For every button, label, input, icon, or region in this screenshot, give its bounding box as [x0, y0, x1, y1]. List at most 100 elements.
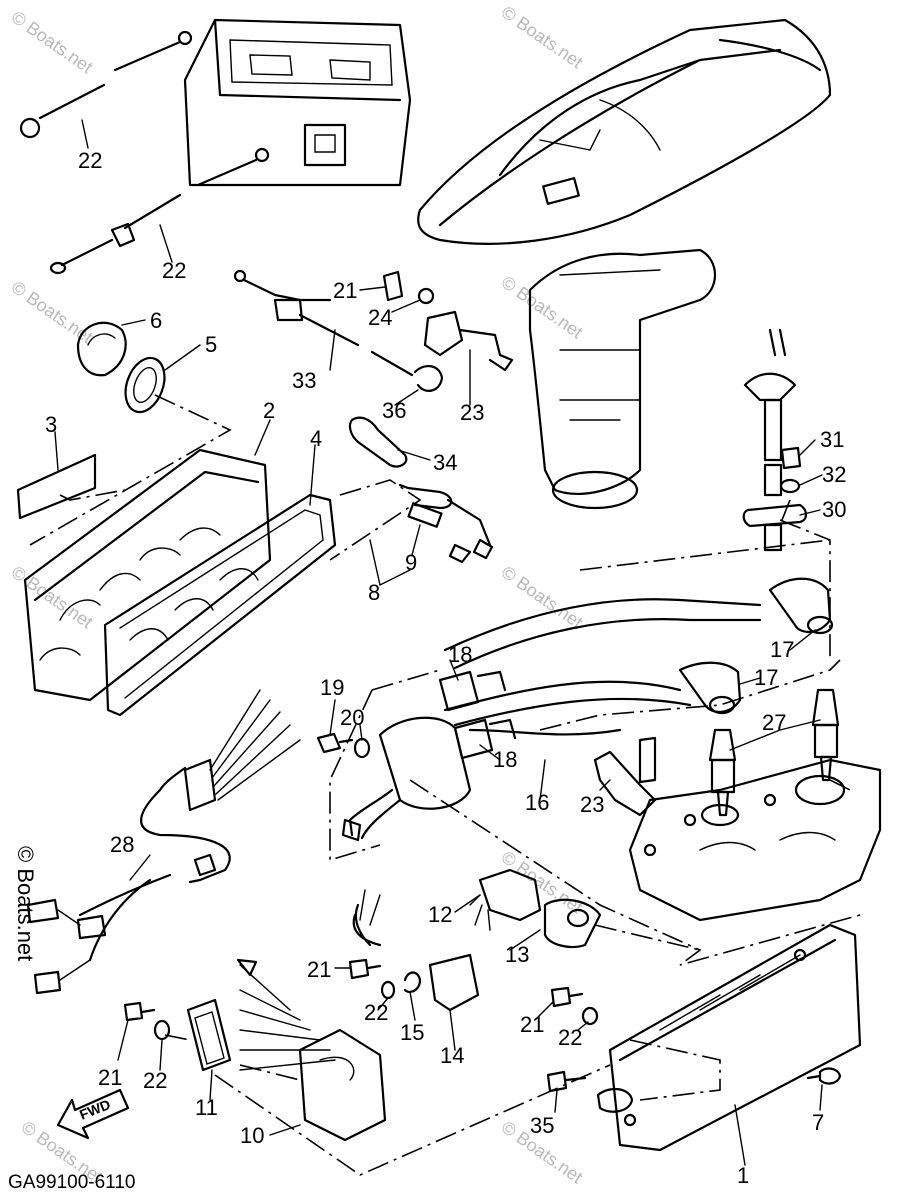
- callout-2: 2: [263, 398, 275, 423]
- fwd-label: FWD: [77, 1096, 113, 1123]
- electrical-box-1: [596, 923, 862, 1152]
- air-intake-box: [528, 248, 716, 510]
- callout-21-c: 21: [520, 1012, 544, 1037]
- bolt-21-b: [123, 1001, 156, 1022]
- callout-14: 14: [440, 1043, 464, 1068]
- watermark: © Boats.net: [498, 2, 587, 72]
- watermark: © Boats.net: [8, 7, 97, 77]
- callout-4: 4: [310, 426, 322, 451]
- callout-25: 24: [368, 305, 392, 330]
- engine-block: [628, 758, 882, 922]
- callout-31: 31: [820, 427, 844, 452]
- grommet-18-upper: [438, 670, 507, 712]
- washer-32: [779, 478, 801, 494]
- cover-2: [23, 448, 272, 702]
- callout-27: 28: [110, 832, 134, 857]
- watermark: © Boats.net: [498, 847, 587, 917]
- callout-26: 27: [762, 710, 786, 735]
- wire-lead-33: [233, 269, 414, 377]
- bolt-35: [546, 1070, 587, 1093]
- callout-29: 22: [162, 258, 186, 283]
- callout-28: 22: [78, 148, 102, 173]
- callout-20: 20: [340, 705, 364, 730]
- callout-22-c: 22: [558, 1025, 582, 1050]
- callout-1: 1: [737, 1163, 749, 1188]
- label-3: [16, 453, 97, 520]
- battery: [183, 18, 412, 187]
- ignition-coil: [341, 716, 472, 842]
- callout-35: 35: [530, 1113, 554, 1138]
- washer-22-c: [581, 1006, 599, 1026]
- bracket-23-upper: [423, 310, 514, 372]
- callout-21-a: 21: [307, 957, 331, 982]
- callout-30: 30: [822, 497, 846, 522]
- relay-12: [469, 868, 542, 931]
- callout-19: 19: [320, 675, 344, 700]
- cushion-13: [543, 898, 602, 949]
- callout-3: 3: [45, 412, 57, 437]
- callout-22-a: 22: [364, 1000, 388, 1025]
- bracket-11: [186, 998, 232, 1072]
- bolt-19: [316, 732, 354, 754]
- spark-plug-26-b: [811, 688, 840, 782]
- cdi-unit-10: [236, 958, 387, 1142]
- callout-23-lower: 23: [580, 792, 604, 817]
- watercraft-hull: [417, 18, 832, 245]
- watermark: © Boats.net: [8, 562, 97, 632]
- spark-plug-26-a: [708, 728, 737, 817]
- gasket-5: [124, 356, 166, 414]
- callout-12: 12: [428, 902, 452, 927]
- callout-24: 21: [333, 278, 357, 303]
- battery-cable-28: [19, 30, 193, 139]
- callout-11: 11: [195, 1095, 218, 1120]
- callout-18-upper: 18: [448, 642, 472, 667]
- cap-6: [76, 321, 127, 377]
- callout-17-lower: 17: [754, 665, 778, 690]
- callout-16: 16: [525, 790, 549, 815]
- callout-34: 34: [433, 450, 457, 475]
- plug-cap-17-upper: [768, 577, 834, 635]
- callout-8: 8: [368, 580, 380, 605]
- washer-20: [353, 737, 371, 759]
- callout-36: 36: [382, 398, 406, 423]
- thermo-sensor-30: [742, 328, 808, 552]
- plug-leads-16: [443, 598, 762, 736]
- callout-17-upper: 17: [770, 637, 794, 662]
- callout-7: 7: [812, 1110, 824, 1135]
- callout-labels: 22 22 21 24 6 5 33 36 23 3 2 4 34 31 32 …: [45, 148, 846, 1188]
- bracket-23-lower: [593, 736, 657, 817]
- main-harness-27: [26, 689, 301, 995]
- bolt-31: [780, 446, 802, 470]
- bolt-21-a: [348, 958, 382, 980]
- callout-21-b: 21: [98, 1065, 122, 1090]
- bolt-21-c: [550, 986, 584, 1008]
- callout-5: 5: [205, 332, 217, 357]
- callout-22-b: 22: [143, 1068, 167, 1093]
- callout-6: 6: [150, 308, 162, 333]
- gasket-4: [103, 493, 337, 717]
- callout-9: 9: [405, 550, 417, 575]
- assembly-lines: [29, 394, 861, 1176]
- clamp-15: [403, 971, 422, 994]
- forward-direction-arrow: FWD: [56, 1088, 130, 1140]
- watermark: © Boats.net: [498, 272, 587, 342]
- clip-36: [413, 364, 444, 392]
- callout-13: 13: [505, 942, 529, 967]
- washer-22-a: [380, 980, 396, 1000]
- watermark: © Boats.net: [8, 277, 97, 347]
- callout-23: 23: [460, 400, 484, 425]
- diagram-code: GA99100-6110: [8, 1172, 135, 1193]
- battery-cable-29: [49, 147, 270, 275]
- fuse-holder-8: [398, 483, 494, 564]
- callout-15: 15: [400, 1020, 424, 1045]
- watermark: © Boats.net: [498, 562, 587, 632]
- band-34: [348, 416, 408, 468]
- washer-22-b: [153, 1019, 171, 1041]
- callout-32: 32: [822, 462, 846, 487]
- callout-33: 33: [292, 368, 316, 393]
- callout-18-lower: 18: [493, 747, 517, 772]
- plug-cap-17-lower: [678, 661, 742, 715]
- rectifier-14: [352, 889, 480, 1012]
